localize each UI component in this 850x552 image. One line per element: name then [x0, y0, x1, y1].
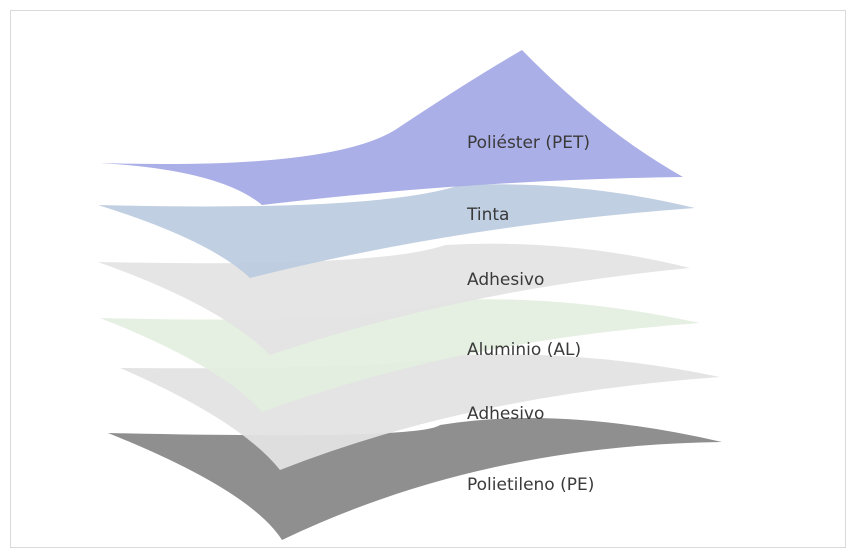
layer-label-polietileno: Polietileno (PE)	[467, 475, 594, 495]
layer-sheet-polietileno	[108, 417, 722, 540]
layer-label-aluminio: Aluminio (AL)	[467, 340, 581, 360]
layer-label-adhesivo-2: Adhesivo	[467, 404, 544, 424]
layer-label-adhesivo-1: Adhesivo	[467, 270, 544, 290]
layer-sheet-poliester	[100, 50, 683, 205]
layer-label-tinta: Tinta	[466, 205, 509, 225]
layer-label-poliester: Poliéster (PET)	[467, 133, 590, 153]
layer-sheet-tinta	[98, 184, 695, 278]
